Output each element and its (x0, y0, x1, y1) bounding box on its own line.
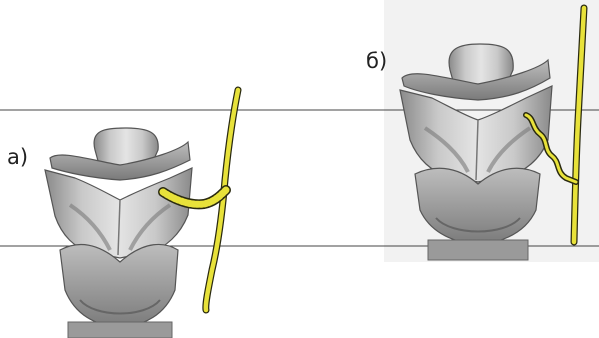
panel-label-b: б) (366, 51, 387, 72)
trachea-a (68, 322, 172, 338)
panel-label-a: а) (7, 147, 28, 168)
trachea-b (428, 240, 528, 260)
larynx-a (45, 128, 192, 338)
